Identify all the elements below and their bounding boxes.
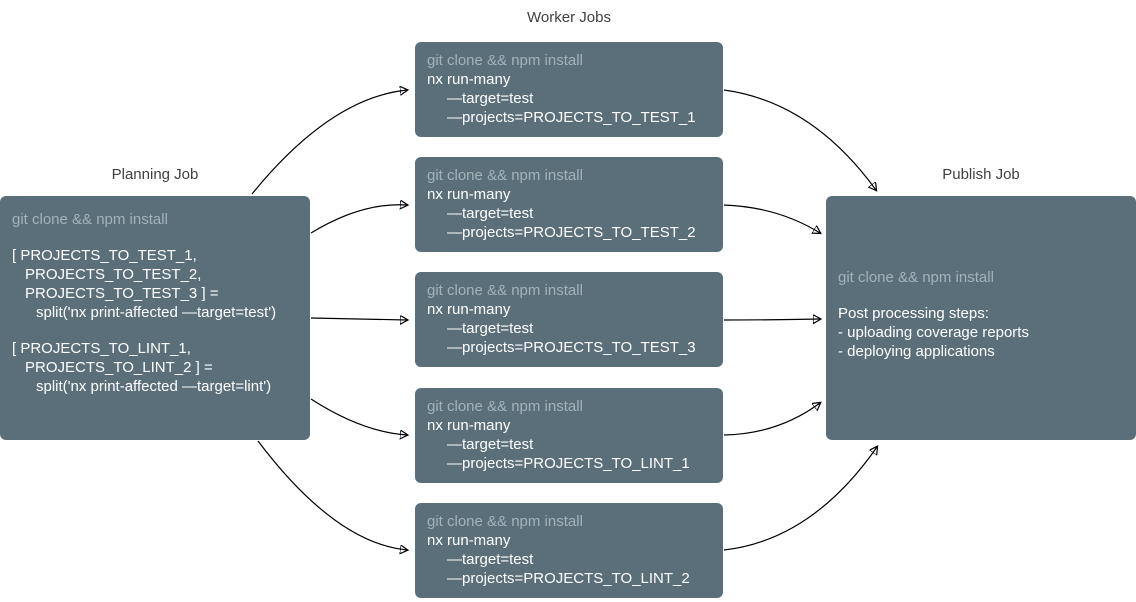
publish-job-box: git clone && npm install Post processing…	[826, 196, 1136, 440]
code-line: PROJECTS_TO_LINT_2 ] =	[12, 358, 298, 377]
arrow-planning-to-worker-3	[311, 318, 407, 320]
arrow-worker-3-to-publish	[724, 319, 820, 320]
arrow-worker-5-to-publish	[724, 447, 877, 550]
publish-title: Publish Job	[826, 166, 1136, 183]
projects-arg: —projects=PROJECTS_TO_TEST_3	[427, 338, 711, 357]
planning-title: Planning Job	[0, 166, 310, 183]
run-many-command: nx run-many	[427, 70, 711, 89]
arrow-planning-to-worker-2	[311, 205, 407, 233]
install-command: git clone && npm install	[427, 512, 711, 531]
code-line: split('nx print-affected —target=lint')	[12, 377, 298, 396]
run-many-command: nx run-many	[427, 300, 711, 319]
target-arg: —target=test	[427, 435, 711, 454]
projects-arg: —projects=PROJECTS_TO_TEST_2	[427, 223, 711, 242]
projects-arg: —projects=PROJECTS_TO_LINT_2	[427, 569, 711, 588]
target-arg: —target=test	[427, 204, 711, 223]
run-many-command: nx run-many	[427, 416, 711, 435]
projects-arg: —projects=PROJECTS_TO_LINT_1	[427, 454, 711, 473]
arrow-worker-2-to-publish	[724, 205, 820, 233]
code-line: [ PROJECTS_TO_LINT_1,	[12, 339, 298, 358]
install-command: git clone && npm install	[427, 281, 711, 300]
code-line: PROJECTS_TO_TEST_2,	[12, 265, 298, 284]
target-arg: —target=test	[427, 89, 711, 108]
code-line: [ PROJECTS_TO_TEST_1,	[12, 246, 298, 265]
post-processing-item: - deploying applications	[838, 342, 1124, 361]
post-processing-steps: Post processing steps: - uploading cover…	[838, 304, 1124, 361]
workers-title: Worker Jobs	[415, 9, 723, 26]
target-arg: —target=test	[427, 550, 711, 569]
worker-job-box-1: git clone && npm install nx run-many —ta…	[415, 42, 723, 137]
arrow-planning-to-worker-4	[311, 399, 407, 435]
planning-lint-assignment: [ PROJECTS_TO_LINT_1, PROJECTS_TO_LINT_2…	[12, 339, 298, 396]
install-command: git clone && npm install	[427, 397, 711, 416]
run-many-command: nx run-many	[427, 531, 711, 550]
worker-job-box-4: git clone && npm install nx run-many —ta…	[415, 388, 723, 483]
projects-arg: —projects=PROJECTS_TO_TEST_1	[427, 108, 711, 127]
install-command: git clone && npm install	[12, 210, 298, 229]
install-command: git clone && npm install	[427, 166, 711, 185]
planning-job-box: git clone && npm install [ PROJECTS_TO_T…	[0, 196, 310, 440]
worker-job-box-5: git clone && npm install nx run-many —ta…	[415, 503, 723, 598]
arrow-worker-4-to-publish	[724, 403, 820, 435]
post-processing-item: - uploading coverage reports	[838, 323, 1124, 342]
install-command: git clone && npm install	[427, 51, 711, 70]
code-line: PROJECTS_TO_TEST_3 ] =	[12, 284, 298, 303]
worker-job-box-3: git clone && npm install nx run-many —ta…	[415, 272, 723, 367]
planning-test-assignment: [ PROJECTS_TO_TEST_1, PROJECTS_TO_TEST_2…	[12, 246, 298, 322]
arrow-planning-to-worker-5	[258, 441, 407, 550]
code-line: split('nx print-affected —target=test')	[12, 303, 298, 322]
install-command: git clone && npm install	[838, 268, 1124, 287]
worker-job-box-2: git clone && npm install nx run-many —ta…	[415, 157, 723, 252]
run-many-command: nx run-many	[427, 185, 711, 204]
post-processing-title: Post processing steps:	[838, 304, 1124, 323]
target-arg: —target=test	[427, 319, 711, 338]
